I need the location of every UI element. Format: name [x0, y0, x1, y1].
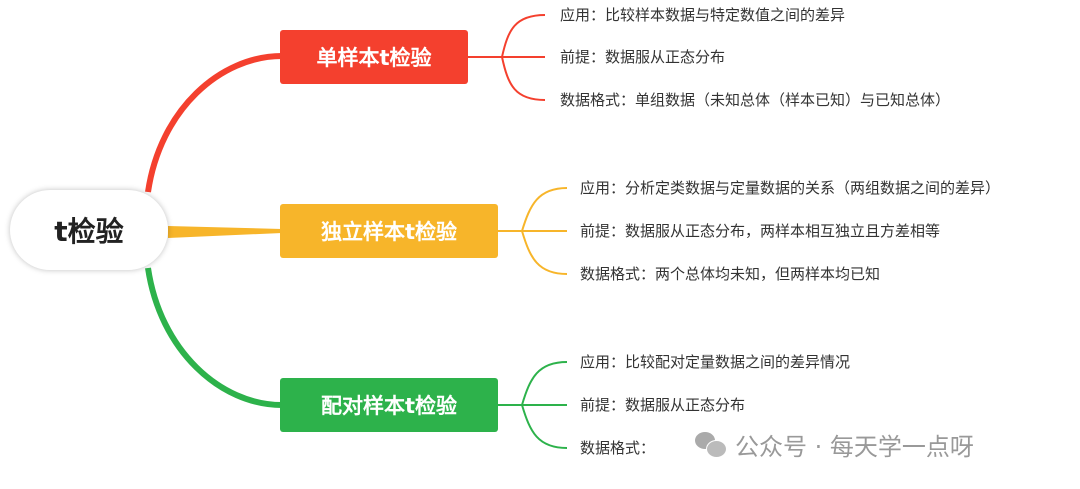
- leaf-application[interactable]: 应用：比较样本数据与特定数值之间的差异: [560, 6, 846, 24]
- leaf-premise[interactable]: 前提：数据服从正态分布: [580, 396, 746, 414]
- leaf-premise[interactable]: 前提：数据服从正态分布，两样本相互独立且方差相等: [580, 222, 941, 240]
- leaf-application[interactable]: 应用：分析定类数据与定量数据的关系（两组数据之间的差异）: [580, 179, 1001, 197]
- leaf-data-format[interactable]: 数据格式：单组数据（未知总体（样本已知）与已知总体）: [560, 91, 951, 109]
- branch-paired-sample[interactable]: 配对样本t检验: [280, 378, 498, 432]
- branch-one-sample[interactable]: 单样本t检验: [280, 30, 468, 84]
- watermark-text: 公众号 · 每天学一点呀: [735, 433, 974, 461]
- leaf-premise[interactable]: 前提：数据服从正态分布: [560, 48, 726, 66]
- root-node[interactable]: t检验: [10, 190, 168, 270]
- leaf-data-format[interactable]: 数据格式：: [580, 439, 656, 457]
- watermark: 公众号 · 每天学一点呀: [695, 427, 974, 462]
- leaf-data-format[interactable]: 数据格式：两个总体均未知，但两样本均已知: [580, 265, 881, 283]
- leaf-application[interactable]: 应用：比较配对定量数据之间的差异情况: [580, 353, 851, 371]
- branch-independent-sample[interactable]: 独立样本t检验: [280, 204, 498, 258]
- wechat-icon: [695, 431, 727, 458]
